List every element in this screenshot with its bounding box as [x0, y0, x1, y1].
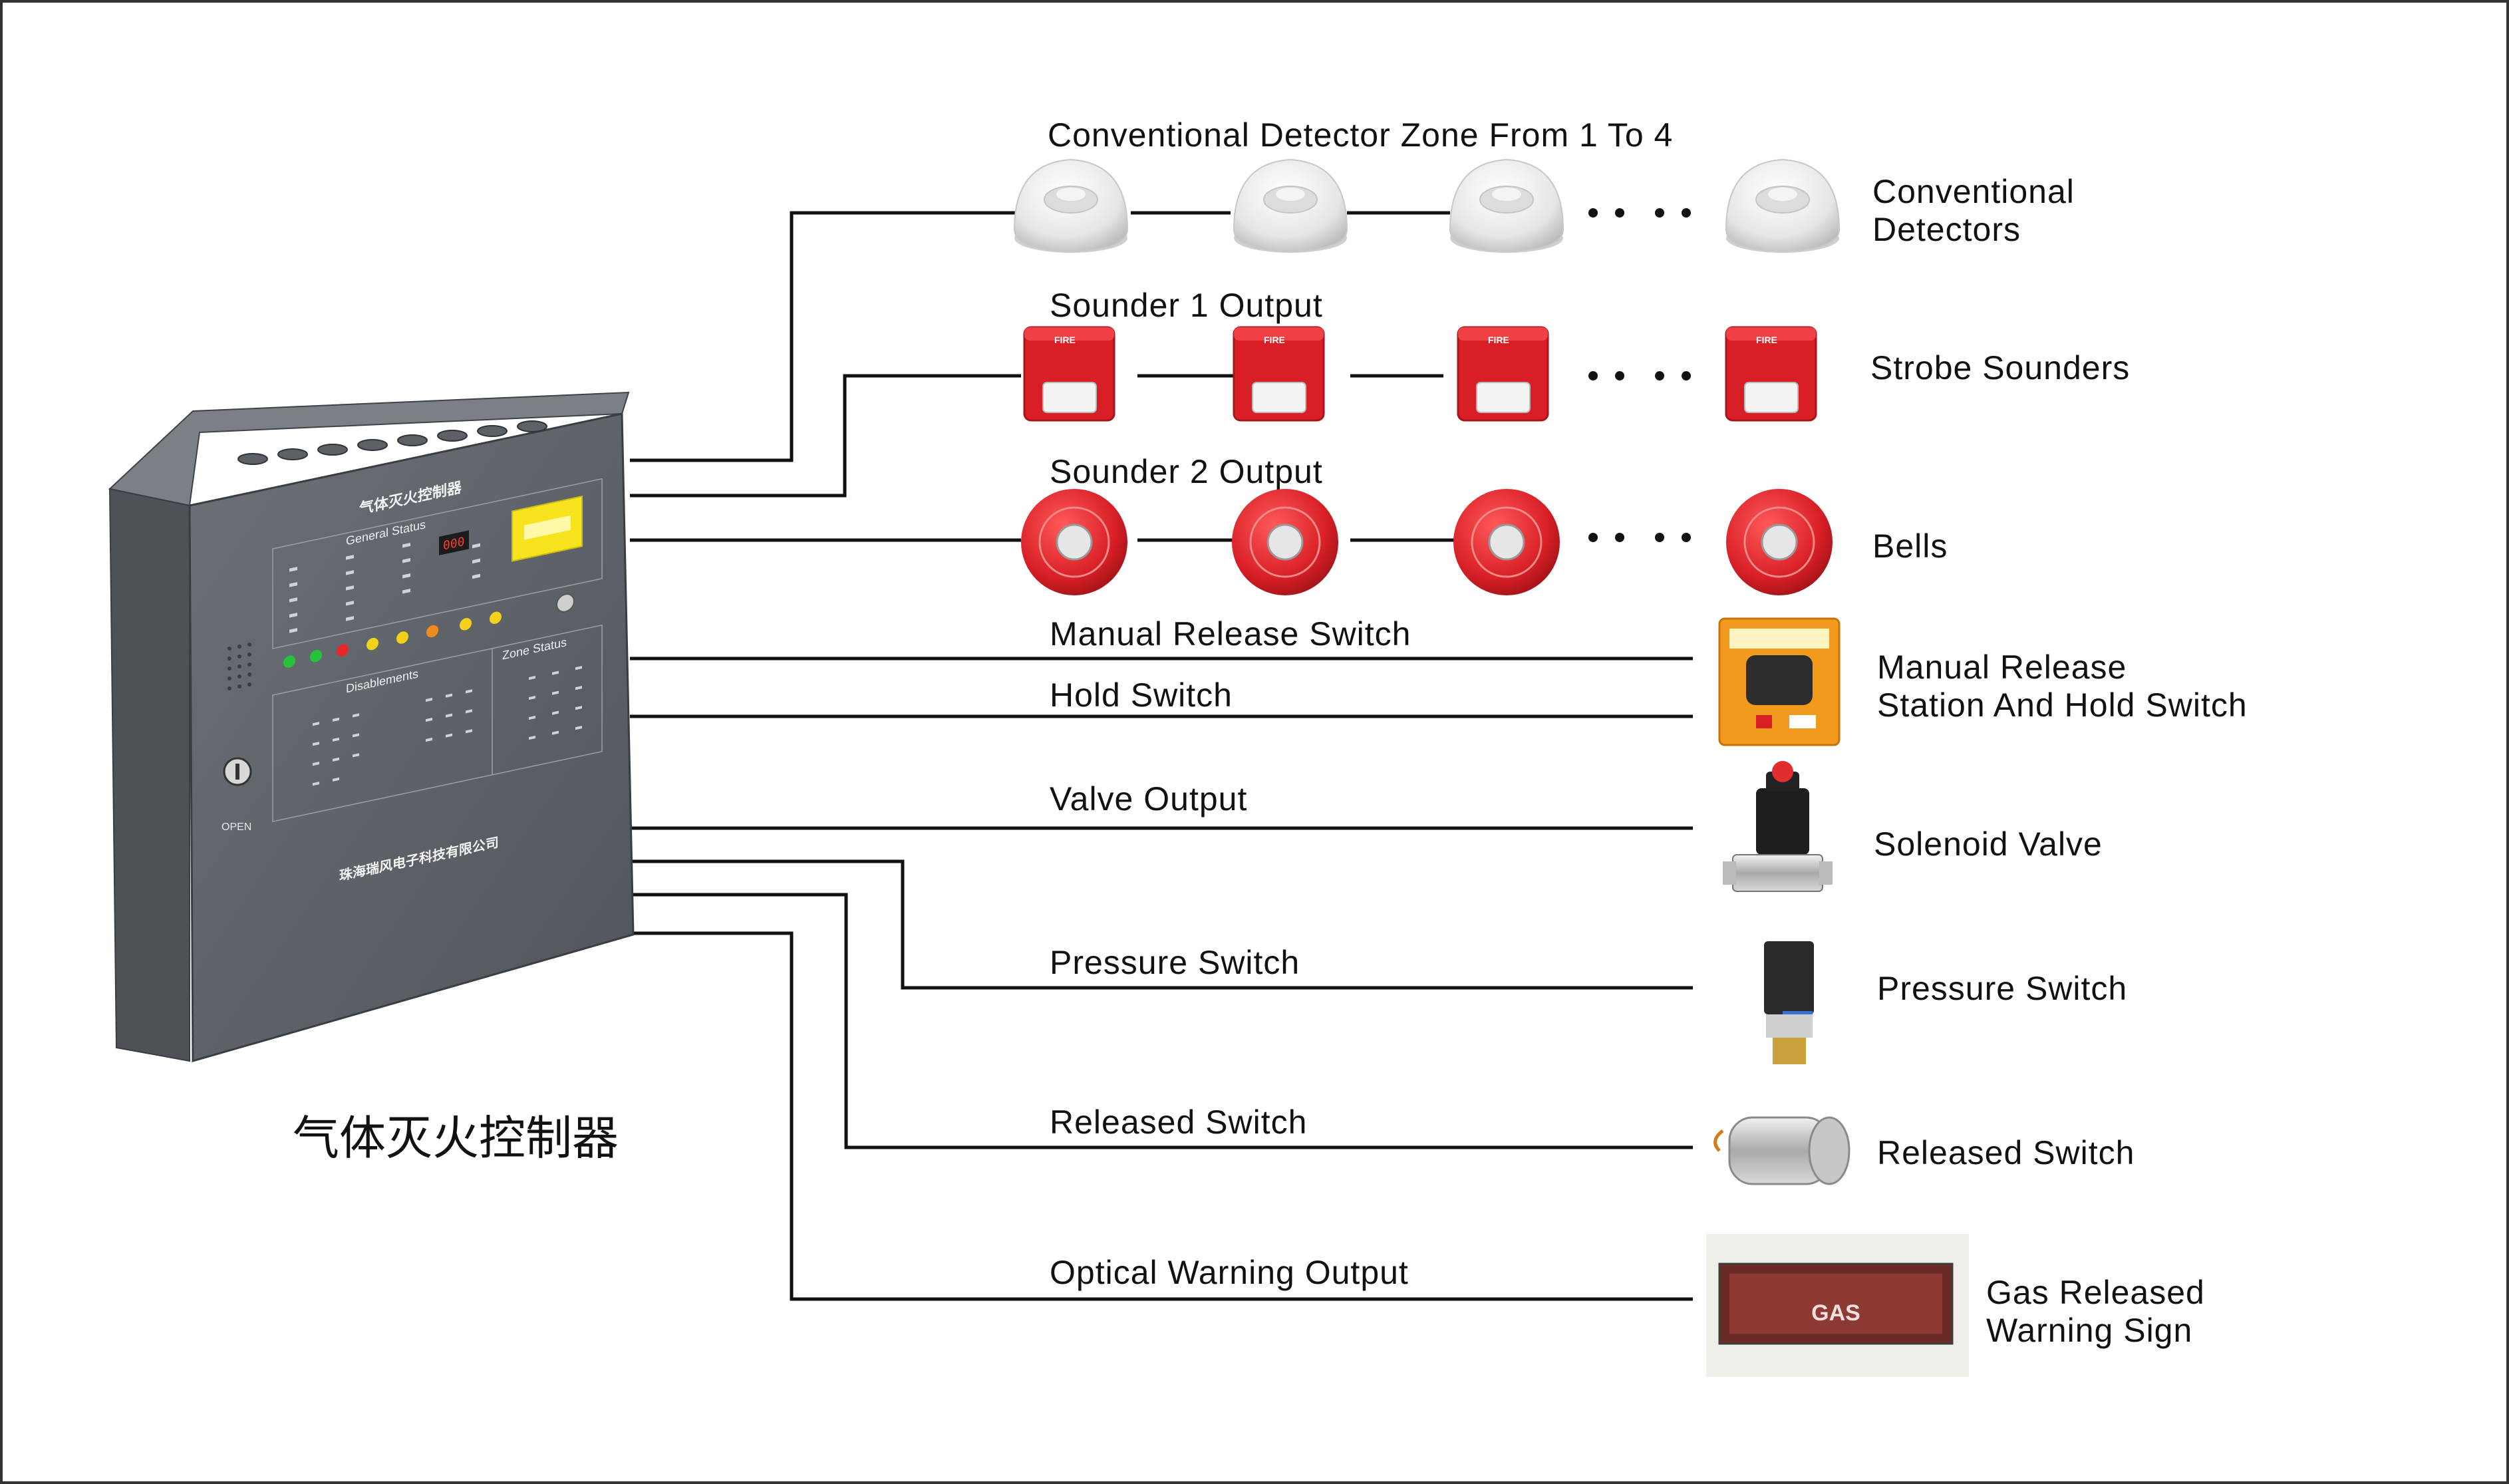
label-manual-release: Manual Release Switch [1050, 615, 1411, 653]
gas-warning-sign-icon: GAS [1706, 1234, 1969, 1377]
fire-bell-icon [1726, 489, 1833, 595]
strobe-sounder-icon: FIRE [1725, 326, 1817, 422]
label-manual-station-1: Manual Release [1877, 649, 2127, 686]
wire-detector-zone [630, 211, 1018, 462]
svg-text:GAS: GAS [1811, 1300, 1860, 1326]
panel-knockouts [237, 420, 547, 465]
label-detectors-2: Detectors [1872, 211, 2021, 248]
label-pressure-switch: Pressure Switch [1877, 970, 2127, 1007]
smoke-detector-icon [1725, 158, 1841, 253]
panel-led-row [283, 593, 575, 668]
label-sounder1: Sounder 1 Output [1050, 287, 1323, 324]
label-gas-sign-1: Gas Released [1986, 1274, 2205, 1311]
label-bells: Bells [1872, 527, 1948, 565]
gas-extinguishing-controller: OPEN 气体灭火控制器 General Status 000 [108, 391, 635, 1062]
label-detector-zone: Conventional Detector Zone From 1 To 4 [1048, 116, 1673, 154]
label-optical: Optical Warning Output [1050, 1254, 1409, 1291]
panel-lock-label: OPEN [221, 821, 251, 833]
manual-release-station-icon [1718, 617, 1841, 746]
strobe-sounder-icon: FIRE [1023, 326, 1115, 422]
wire-pressure [630, 859, 1693, 990]
svg-text:FIRE: FIRE [1488, 335, 1509, 345]
panel-display [439, 530, 469, 555]
svg-text:FIRE: FIRE [1264, 335, 1285, 345]
wire-sounder1 [630, 374, 1021, 498]
label-detectors-1: Conventional [1872, 173, 2075, 210]
released-switch-icon [1713, 1116, 1850, 1185]
label-hold: Hold Switch [1050, 676, 1233, 714]
solenoid-valve-icon [1723, 761, 1833, 892]
continuation-dots [1588, 208, 1691, 542]
panel-front [188, 412, 635, 1062]
fire-bell-icon [1232, 489, 1338, 595]
label-pressure: Pressure Switch [1050, 944, 1300, 981]
label-valve: Valve Output [1050, 780, 1247, 817]
wire-released [630, 893, 1693, 1149]
svg-text:FIRE: FIRE [1054, 335, 1076, 345]
label-solenoid: Solenoid Valve [1874, 825, 2103, 863]
label-released-switch: Released Switch [1877, 1134, 2135, 1171]
label-strobe-sounders: Strobe Sounders [1870, 349, 2130, 386]
smoke-detector-icon [1013, 158, 1129, 253]
strobe-sounder-icon: FIRE [1233, 326, 1325, 422]
panel-side [108, 488, 190, 1062]
controller-caption: 气体灭火控制器 [293, 1111, 619, 1165]
fire-bell-icon [1021, 489, 1127, 595]
wire-optical [630, 931, 1693, 1301]
panel-vent [227, 643, 251, 690]
strobe-sounder-icon: FIRE [1457, 326, 1549, 422]
label-gas-sign-2: Warning Sign [1986, 1312, 2192, 1349]
label-sounder2: Sounder 2 Output [1050, 453, 1323, 490]
label-released: Released Switch [1050, 1104, 1307, 1141]
fire-bell-icon [1453, 489, 1560, 595]
svg-text:FIRE: FIRE [1756, 335, 1777, 345]
pressure-switch-icon [1764, 941, 1814, 1064]
wiring [630, 211, 1693, 1301]
label-manual-station-2: Station And Hold Switch [1877, 686, 2248, 724]
smoke-detector-icon [1233, 158, 1348, 253]
smoke-detector-icon [1449, 158, 1564, 253]
